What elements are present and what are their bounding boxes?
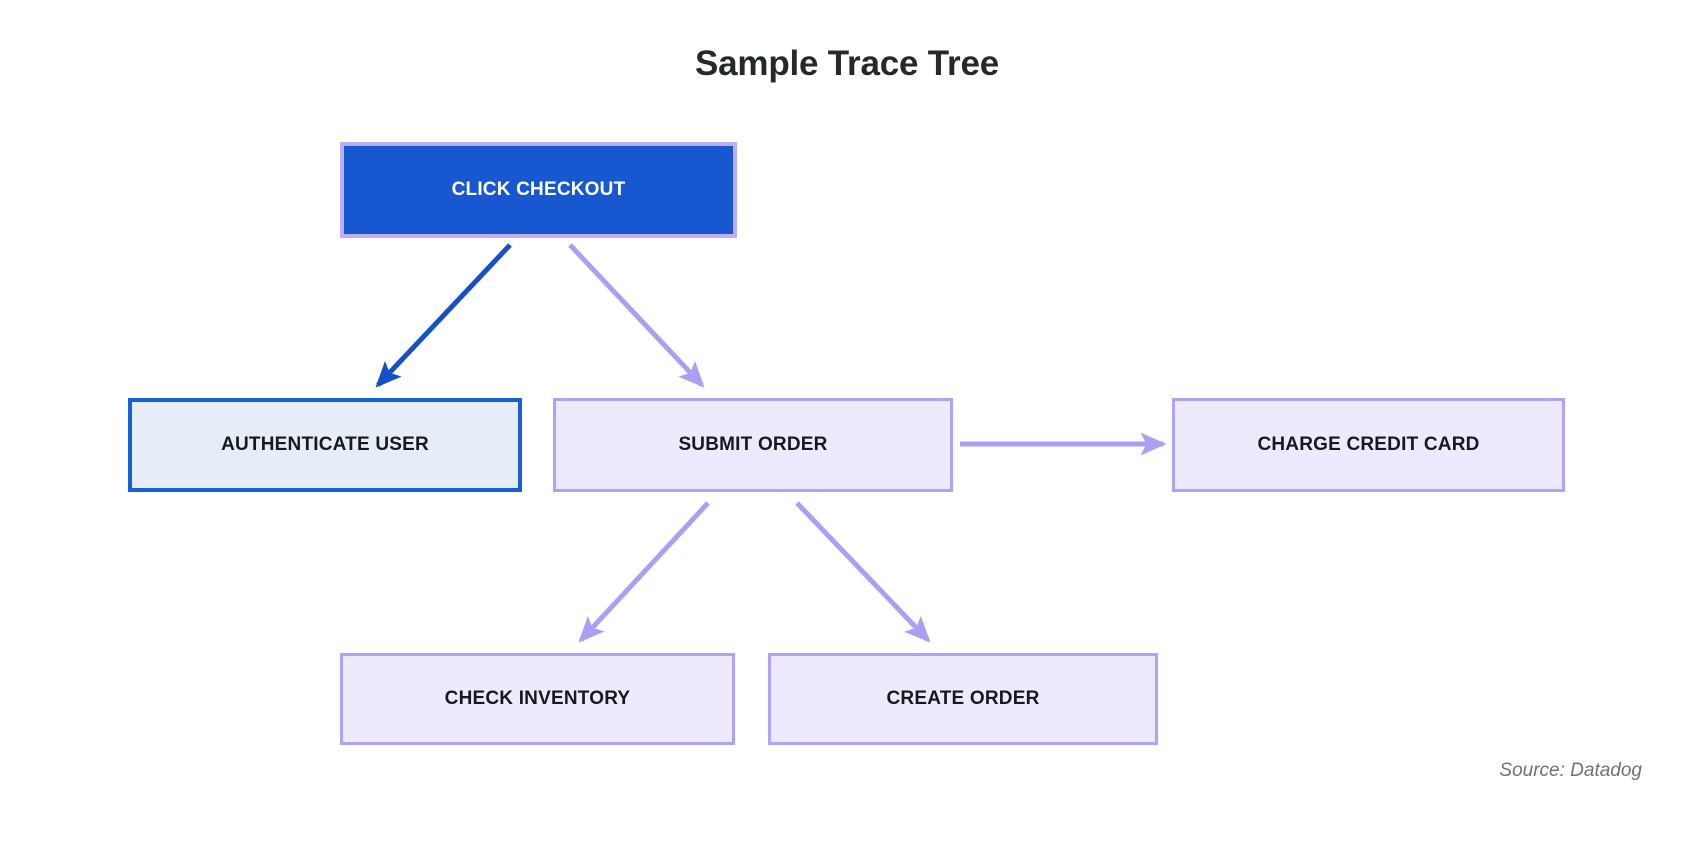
node-label-create-order: CREATE ORDER [886,688,1040,709]
node-check-inventory[interactable]: CHECK INVENTORY [340,653,735,745]
node-charge-credit-card[interactable]: CHARGE CREDIT CARD [1172,398,1565,492]
page-title: Sample Trace Tree [694,44,999,83]
edge-click-checkout-to-authenticate-user [375,243,512,388]
node-authenticate-user[interactable]: AUTHENTICATE USER [128,398,522,492]
node-label-submit-order: SUBMIT ORDER [678,434,828,455]
node-label-authenticate-user: AUTHENTICATE USER [221,434,429,455]
node-label-click-checkout: CLICK CHECKOUT [451,179,626,200]
node-label-check-inventory: CHECK INVENTORY [444,688,631,709]
edge-click-checkout-to-submit-order [568,243,705,388]
source-attribution: Source: Datadog [1499,760,1642,781]
edge-submit-order-to-check-inventory [578,501,710,643]
node-create-order[interactable]: CREATE ORDER [768,653,1158,745]
node-label-charge-credit-card: CHARGE CREDIT CARD [1257,434,1480,455]
node-submit-order[interactable]: SUBMIT ORDER [553,398,953,492]
edge-submit-order-to-create-order [795,501,931,643]
node-click-checkout[interactable]: CLICK CHECKOUT [340,142,737,238]
